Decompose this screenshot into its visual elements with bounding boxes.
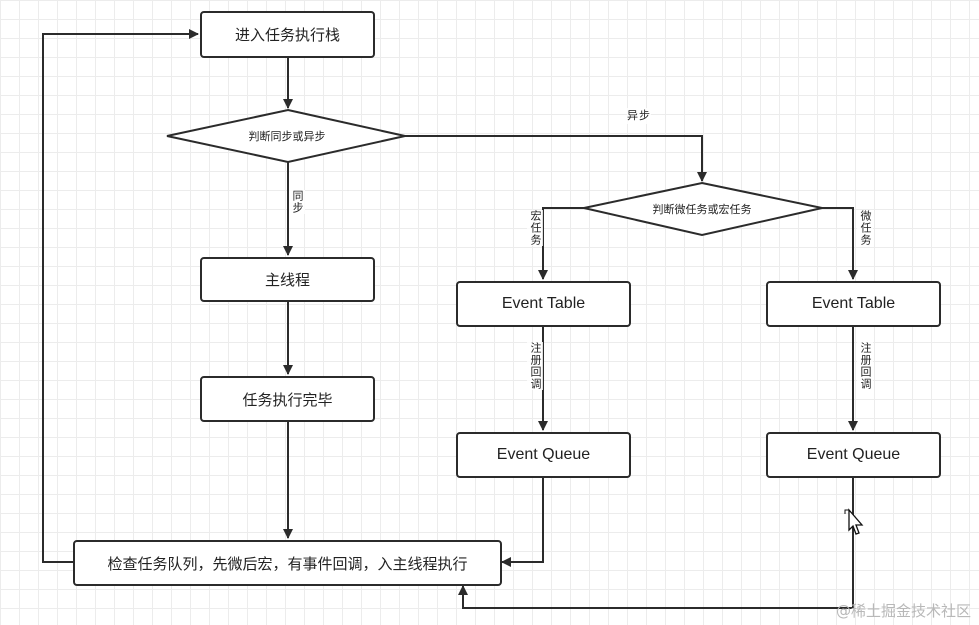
edge-async [405, 135, 707, 182]
edge-label-async: 异步 [627, 108, 651, 124]
edge-macro [538, 207, 584, 280]
node-enter-stack: 进入任务执行栈 [200, 11, 375, 58]
edge-label-register-macro: 注册回调 [527, 342, 543, 390]
edge-label-micro: 微任务 [857, 210, 873, 246]
node-event-table-macro: Event Table [456, 281, 631, 327]
edge-label-macro: 宏任务 [527, 210, 543, 246]
node-check-queue: 检查任务队列，先微后宏，有事件回调，入主线程执行 [73, 540, 502, 586]
edge-label-sync: 同步 [289, 190, 305, 214]
node-event-queue-macro: Event Queue [456, 432, 631, 478]
edge-micro [822, 207, 858, 280]
node-event-table-micro: Event Table [766, 281, 941, 327]
edge-queue-macro-to-check [501, 478, 544, 567]
node-judge-micro-macro-label: 判断微任务或宏任务 [652, 203, 752, 216]
edge-queue-micro-to-check [458, 478, 854, 609]
move-cursor-icon [844, 508, 864, 535]
edge-label-register-micro: 注册回调 [857, 342, 873, 390]
node-task-done: 任务执行完毕 [200, 376, 375, 422]
watermark: @稀土掘金技术社区 [835, 602, 971, 620]
edge-loop-back [42, 29, 199, 563]
node-event-queue-micro: Event Queue [766, 432, 941, 478]
node-judge-sync-async-label: 判断同步或异步 [248, 130, 326, 143]
node-main-thread: 主线程 [200, 257, 375, 302]
judge-micro-macro-diamond [583, 181, 823, 237]
